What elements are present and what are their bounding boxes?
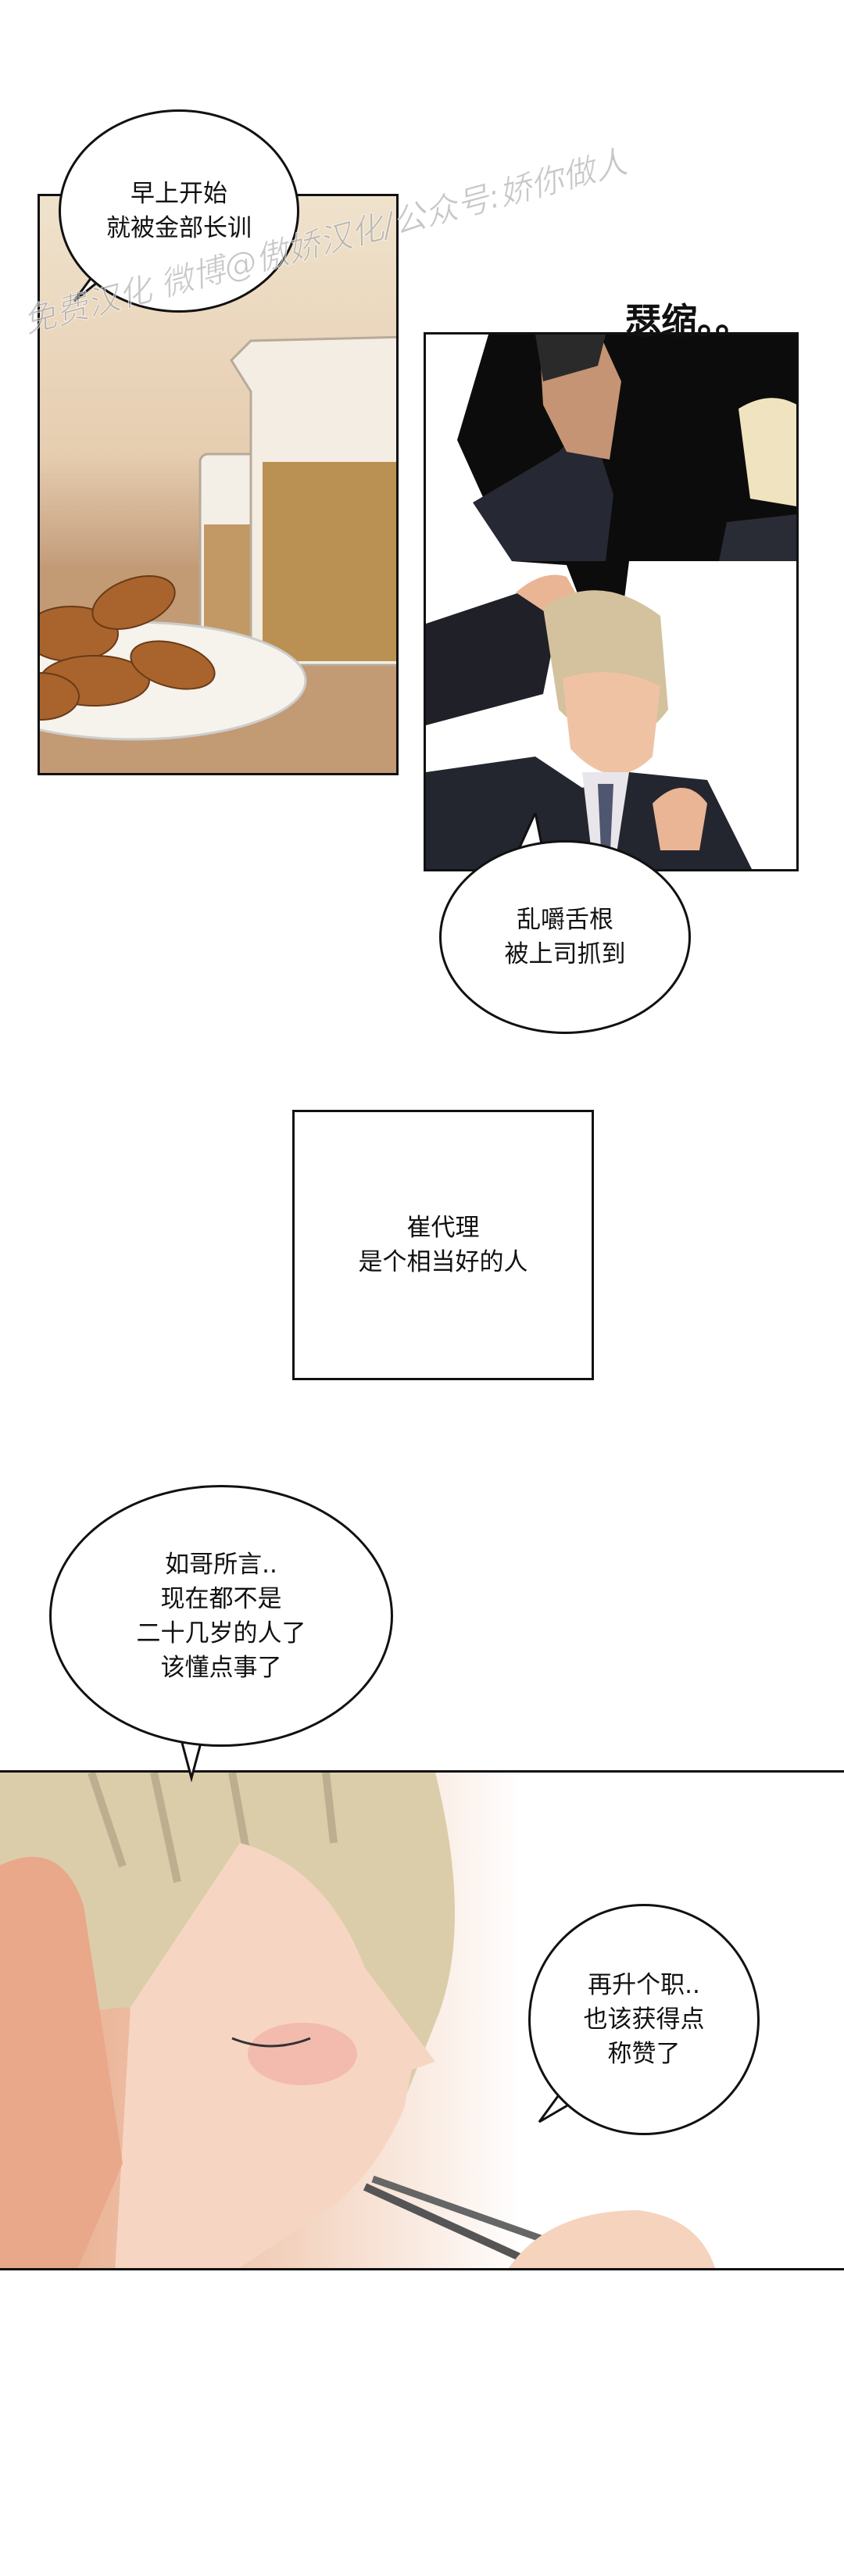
bubble-text-line: 现在都不是 bbox=[160, 1584, 282, 1613]
narration-text-line: 是个相当好的人 bbox=[358, 1248, 528, 1276]
narration-box: 崔代理 是个相当好的人 bbox=[292, 1110, 594, 1380]
bubble-text-line: 早上开始 bbox=[131, 180, 227, 208]
speech-bubble-advice: 如哥所言.. 现在都不是 二十几岁的人了 该懂点事了 bbox=[49, 1485, 393, 1747]
bubble-text-line: 再升个职.. bbox=[588, 1971, 700, 1999]
hand-cheek bbox=[0, 1856, 123, 2268]
blond-man-small-face bbox=[738, 398, 796, 506]
bubble-text-line: 乱嚼舌根 bbox=[517, 906, 613, 934]
fried-chicken bbox=[40, 575, 216, 721]
panel-closeup-face bbox=[0, 1770, 844, 2270]
food-illustration bbox=[40, 335, 396, 773]
dark-haired-man-suit bbox=[473, 420, 613, 561]
bubble-text-line: 该懂点事了 bbox=[160, 1653, 282, 1682]
chopsticks bbox=[363, 2183, 539, 2268]
bubble-text-line: 二十几岁的人了 bbox=[136, 1619, 306, 1648]
panel-office-scene bbox=[424, 332, 799, 871]
sfx-flinch: 瑟缩。。 bbox=[625, 300, 751, 342]
speech-bubble-scolded: 早上开始 就被金部长训 bbox=[59, 109, 299, 313]
bubble-text-line: 就被金部长训 bbox=[106, 214, 252, 242]
dark-flashback-area bbox=[457, 335, 796, 686]
blond-man-face bbox=[563, 672, 660, 775]
blush bbox=[248, 2023, 357, 2085]
bubble-text-line: 如哥所言.. bbox=[165, 1550, 277, 1579]
bubble-text-line: 也该获得点 bbox=[583, 2005, 705, 2034]
arm-suit bbox=[426, 592, 559, 725]
closeup-illustration bbox=[0, 1773, 716, 2268]
bubble-text-line: 称赞了 bbox=[607, 2040, 681, 2068]
narration-text-line: 崔代理 bbox=[406, 1214, 480, 1242]
necktie bbox=[598, 784, 613, 850]
speech-bubble-caught: 乱嚼舌根 被上司抓到 bbox=[439, 840, 691, 1034]
speech-bubble-praise: 再升个职.. 也该获得点 称赞了 bbox=[528, 1904, 760, 2135]
hand-chopsticks bbox=[653, 788, 707, 850]
bubble-text-line: 被上司抓到 bbox=[504, 940, 626, 968]
closed-eye bbox=[231, 2037, 311, 2048]
office-illustration bbox=[426, 335, 796, 869]
hand-holding-chopsticks bbox=[509, 2210, 716, 2268]
